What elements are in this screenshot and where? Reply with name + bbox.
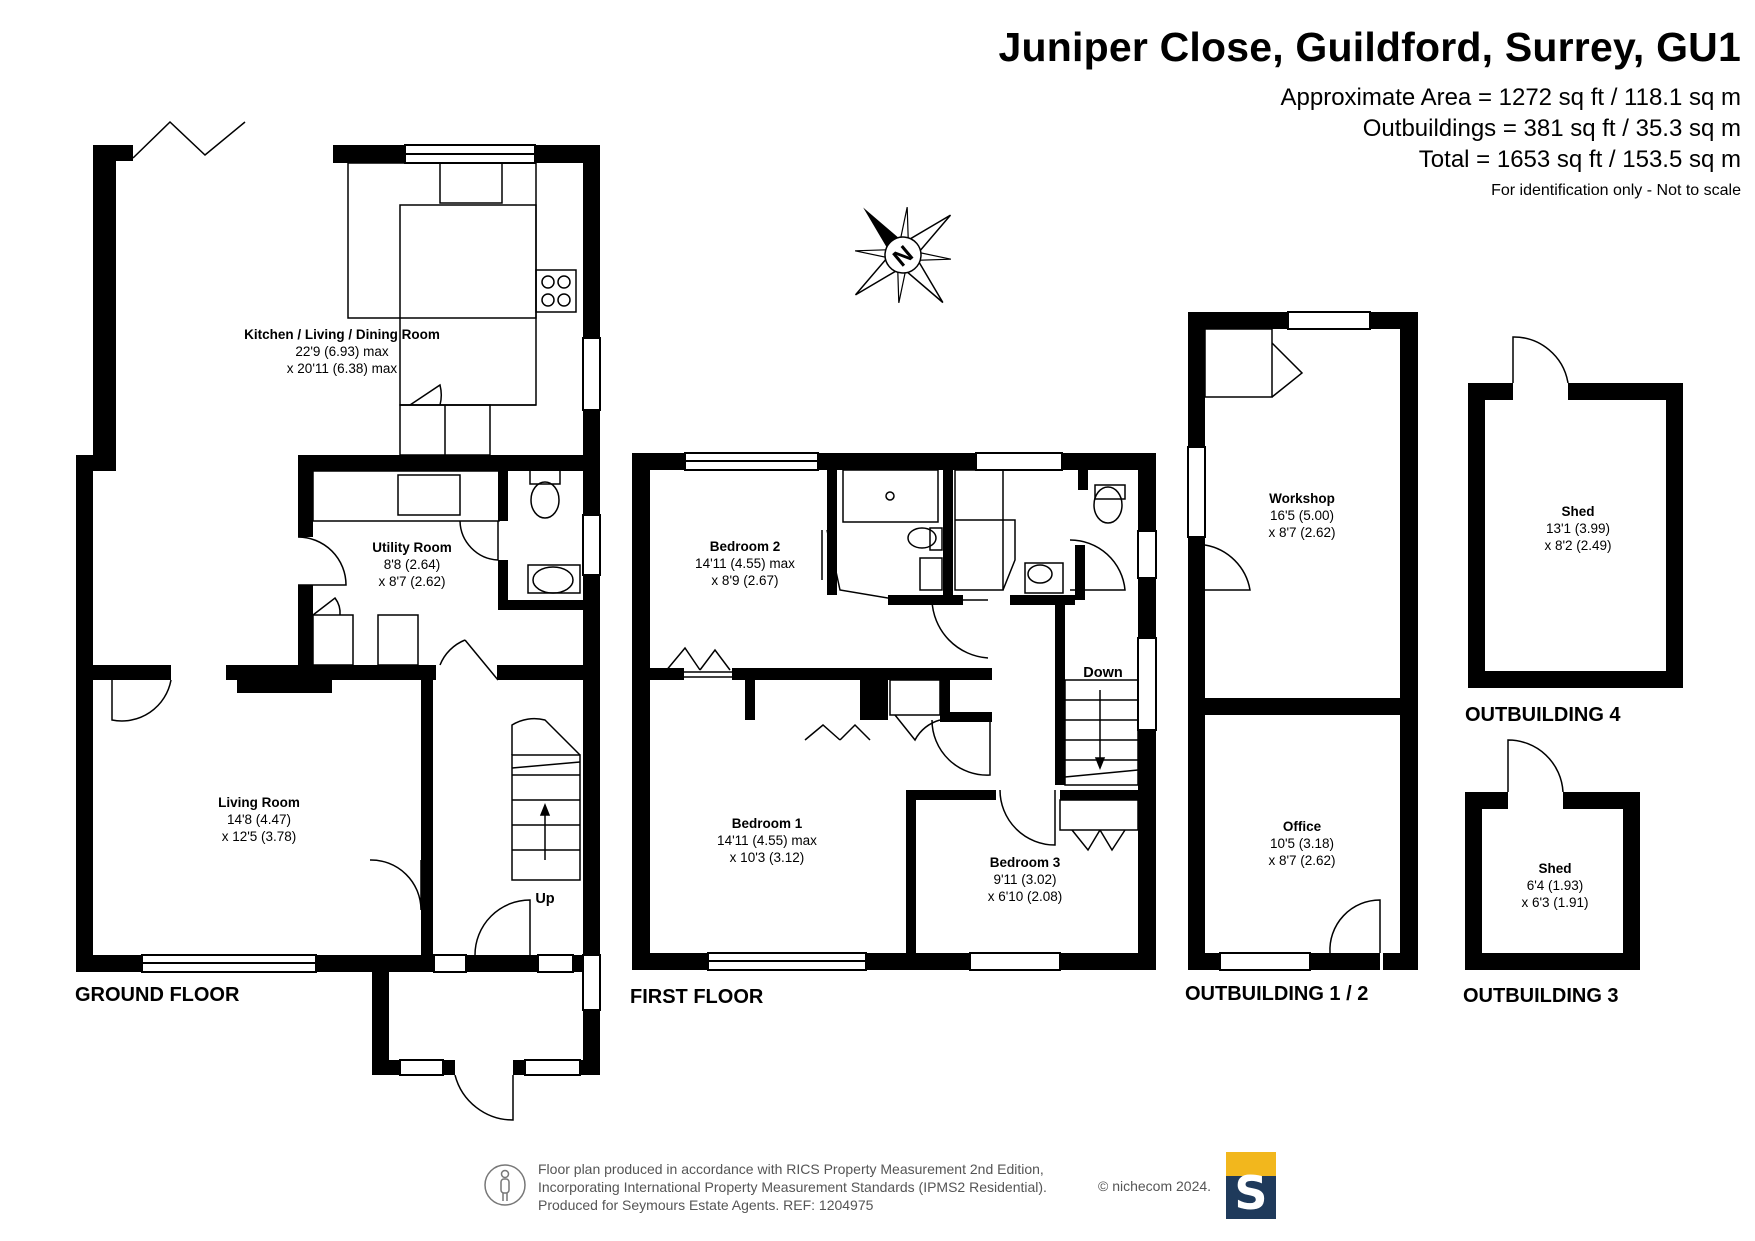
room-dimension: x 10'3 (3.12): [729, 850, 805, 865]
logo-band: [1226, 1152, 1276, 1176]
outbuildings-area: Outbuildings = 381 sq ft / 35.3 sq m: [1362, 115, 1741, 142]
room-dimension: x 8'2 (2.49): [1544, 538, 1612, 553]
room-dimension: x 6'3 (1.91): [1521, 895, 1589, 910]
stairs-up-label: Up: [535, 891, 555, 907]
doors-and-fixtures: [111, 120, 1569, 1121]
outbuilding-12-label: OUTBUILDING 1 / 2: [1185, 983, 1369, 1005]
stairs-down-label: Down: [1083, 665, 1123, 681]
room-name: Office: [1282, 819, 1322, 834]
first-floor-label: FIRST FLOOR: [630, 986, 764, 1008]
room-dimension: 9'11 (3.02): [993, 872, 1057, 887]
room-name: Living Room: [218, 795, 300, 810]
room-dimension: x 8'7 (2.62): [1268, 853, 1336, 868]
logo-letter: S: [1234, 1166, 1268, 1220]
room-workshop: Workshop 16'5 (5.00) x 8'7 (2.62): [1268, 490, 1335, 541]
room-dimension: x 8'7 (2.62): [1268, 525, 1336, 540]
outbuilding-12-walls: [1188, 312, 1418, 970]
room-dimension: 13'1 (3.99): [1545, 521, 1611, 536]
footer-text: Floor plan produced in accordance with R…: [538, 1160, 1047, 1214]
room-bedroom-3: Bedroom 3 9'11 (3.02) x 6'10 (2.08): [988, 854, 1063, 905]
ground-floor-label: GROUND FLOOR: [75, 984, 240, 1006]
outbuilding-4-label: OUTBUILDING 4: [1465, 704, 1621, 726]
person-standard-icon: [484, 1164, 526, 1206]
room-name: Workshop: [1269, 491, 1335, 506]
outbuilding-3-label: OUTBUILDING 3: [1463, 985, 1619, 1007]
room-dimension: x 12'5 (3.78): [221, 829, 297, 844]
total-area: Total = 1653 sq ft / 153.5 sq m: [1418, 146, 1741, 173]
windows: [141, 144, 1371, 1076]
room-name: Bedroom 1: [731, 816, 803, 831]
room-name: Shed: [1538, 861, 1572, 876]
room-dimension: 10'5 (3.18): [1269, 836, 1335, 851]
room-name: Bedroom 3: [989, 855, 1061, 870]
room-utility: Utility Room 8'8 (2.64) x 8'7 (2.62): [372, 539, 452, 590]
room-dimension: 14'8 (4.47): [226, 812, 292, 827]
room-bedroom-1: Bedroom 1 14'11 (4.55) max x 10'3 (3.12): [717, 815, 817, 866]
ground-floor-walls: [76, 145, 600, 1075]
room-shed-4: Shed 13'1 (3.99) x 8'2 (2.49): [1544, 503, 1611, 554]
room-dimension: 6'4 (1.93): [1526, 878, 1584, 893]
room-dimension: x 20'11 (6.38) max: [286, 361, 398, 376]
room-name: Utility Room: [372, 540, 452, 555]
compass-rose-icon: [854, 206, 952, 304]
outbuilding-4-walls: [1468, 383, 1683, 688]
room-living: Living Room 14'8 (4.47) x 12'5 (3.78): [218, 794, 300, 845]
room-dimension: 8'8 (2.64): [383, 557, 441, 572]
room-bedroom-2: Bedroom 2 14'11 (4.55) max x 8'9 (2.67): [695, 538, 795, 589]
room-dimension: 22'9 (6.93) max: [295, 344, 389, 359]
outbuilding-3-walls: [1465, 792, 1640, 970]
copyright: © nichecom 2024.: [1098, 1178, 1212, 1194]
room-shed-3: Shed 6'4 (1.93) x 6'3 (1.91): [1521, 860, 1588, 911]
room-dimension: 14'11 (4.55) max: [717, 833, 817, 848]
footer-line: Produced for Seymours Estate Agents. REF…: [538, 1197, 874, 1213]
room-office: Office 10'5 (3.18) x 8'7 (2.62): [1268, 818, 1335, 869]
agent-logo: S: [1226, 1152, 1276, 1219]
room-dimension: 16'5 (5.00): [1269, 508, 1335, 523]
room-dimension: x 8'7 (2.62): [378, 574, 446, 589]
first-floor-walls: [632, 453, 1156, 970]
page-title: Juniper Close, Guildford, Surrey, GU1: [998, 24, 1741, 70]
footer-line: Incorporating International Property Mea…: [538, 1179, 1047, 1195]
identification-note: For identification only - Not to scale: [1491, 182, 1741, 199]
room-dimension: x 8'9 (2.67): [711, 573, 779, 588]
footer-line: Floor plan produced in accordance with R…: [538, 1161, 1044, 1177]
room-kitchen-living-dining: Kitchen / Living / Dining Room 22'9 (6.9…: [244, 326, 440, 377]
room-name: Shed: [1561, 504, 1595, 519]
approximate-area: Approximate Area = 1272 sq ft / 118.1 sq…: [1280, 84, 1742, 111]
room-dimension: x 6'10 (2.08): [987, 889, 1063, 904]
room-name: Bedroom 2: [709, 539, 781, 554]
room-name: Kitchen / Living / Dining Room: [244, 327, 440, 342]
room-dimension: 14'11 (4.55) max: [695, 556, 795, 571]
